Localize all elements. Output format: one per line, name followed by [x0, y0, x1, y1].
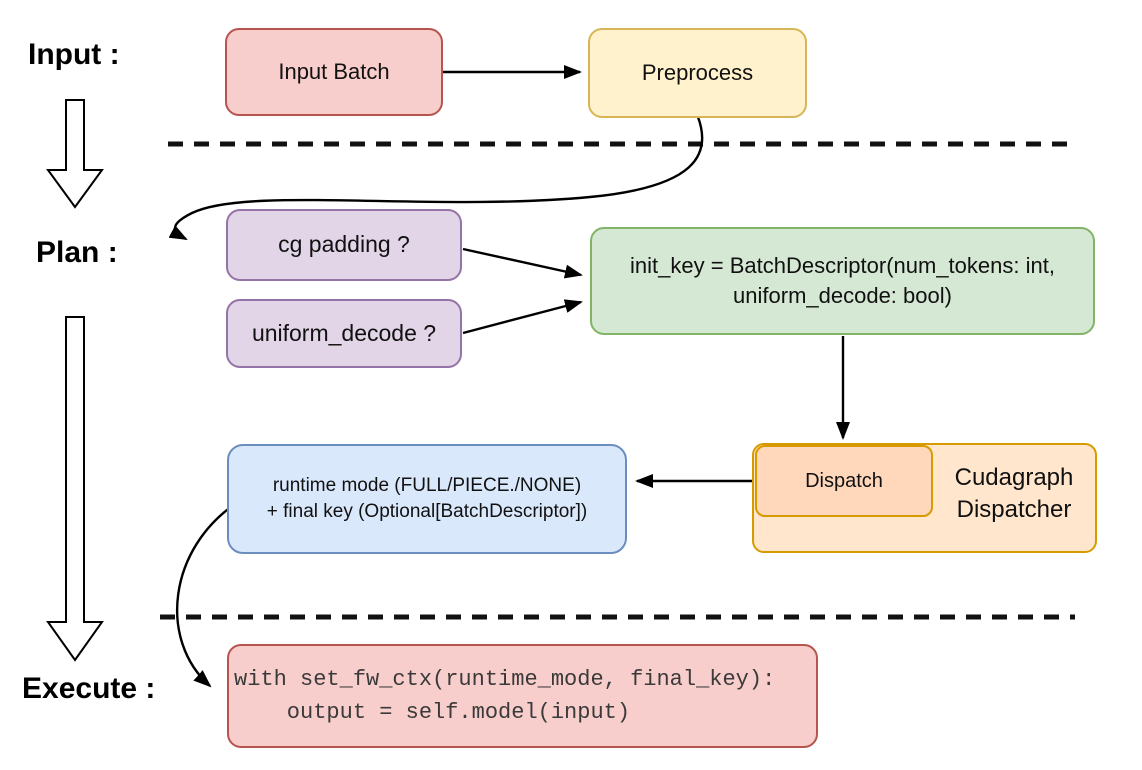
cudagraph-label-line1: Cudagraph	[954, 464, 1074, 491]
node-dispatch: Dispatch	[755, 445, 933, 517]
arrow-cgpadding-to-initkey	[462, 247, 583, 279]
cudagraph-dispatcher-label: Cudagraph Dispatcher	[928, 462, 1100, 527]
node-uniform-decode: uniform_decode ?	[226, 299, 462, 368]
stage-label-execute: Execute :	[22, 672, 156, 705]
hollow-arrow-input-to-plan	[46, 99, 104, 209]
runtime-mode-line1: runtime mode (FULL/PIECE./NONE)	[272, 475, 582, 497]
node-cg-padding: cg padding ?	[226, 209, 462, 281]
stage-label-input: Input :	[28, 38, 120, 71]
runtime-mode-line2: + final key (Optional[BatchDescriptor])	[266, 501, 588, 522]
init-key-line1: init_key = BatchDescriptor(num_tokens: i…	[630, 253, 1055, 279]
arrow-preprocess-to-cgpadding	[168, 116, 704, 241]
execute-code-line2: output = self.model(input)	[234, 700, 631, 725]
init-key-line2: uniform_decode: bool)	[733, 283, 952, 308]
stage-label-plan: Plan :	[36, 236, 118, 269]
node-preprocess: Preprocess	[588, 28, 807, 118]
arrow-uniformdecode-to-initkey	[462, 299, 583, 335]
hollow-arrow-plan-to-execute	[46, 316, 104, 662]
execute-code-line1: with set_fw_ctx(runtime_mode, final_key)…	[234, 667, 776, 692]
arrow-runtimemode-to-executecode	[175, 500, 239, 688]
node-execute-code: with set_fw_ctx(runtime_mode, final_key)…	[227, 644, 818, 748]
cudagraph-label-line2: Dispatcher	[956, 496, 1072, 524]
node-runtime-mode: runtime mode (FULL/PIECE./NONE) + final …	[227, 444, 627, 554]
node-init-key: init_key = BatchDescriptor(num_tokens: i…	[590, 227, 1095, 335]
node-input-batch: Input Batch	[225, 28, 443, 116]
